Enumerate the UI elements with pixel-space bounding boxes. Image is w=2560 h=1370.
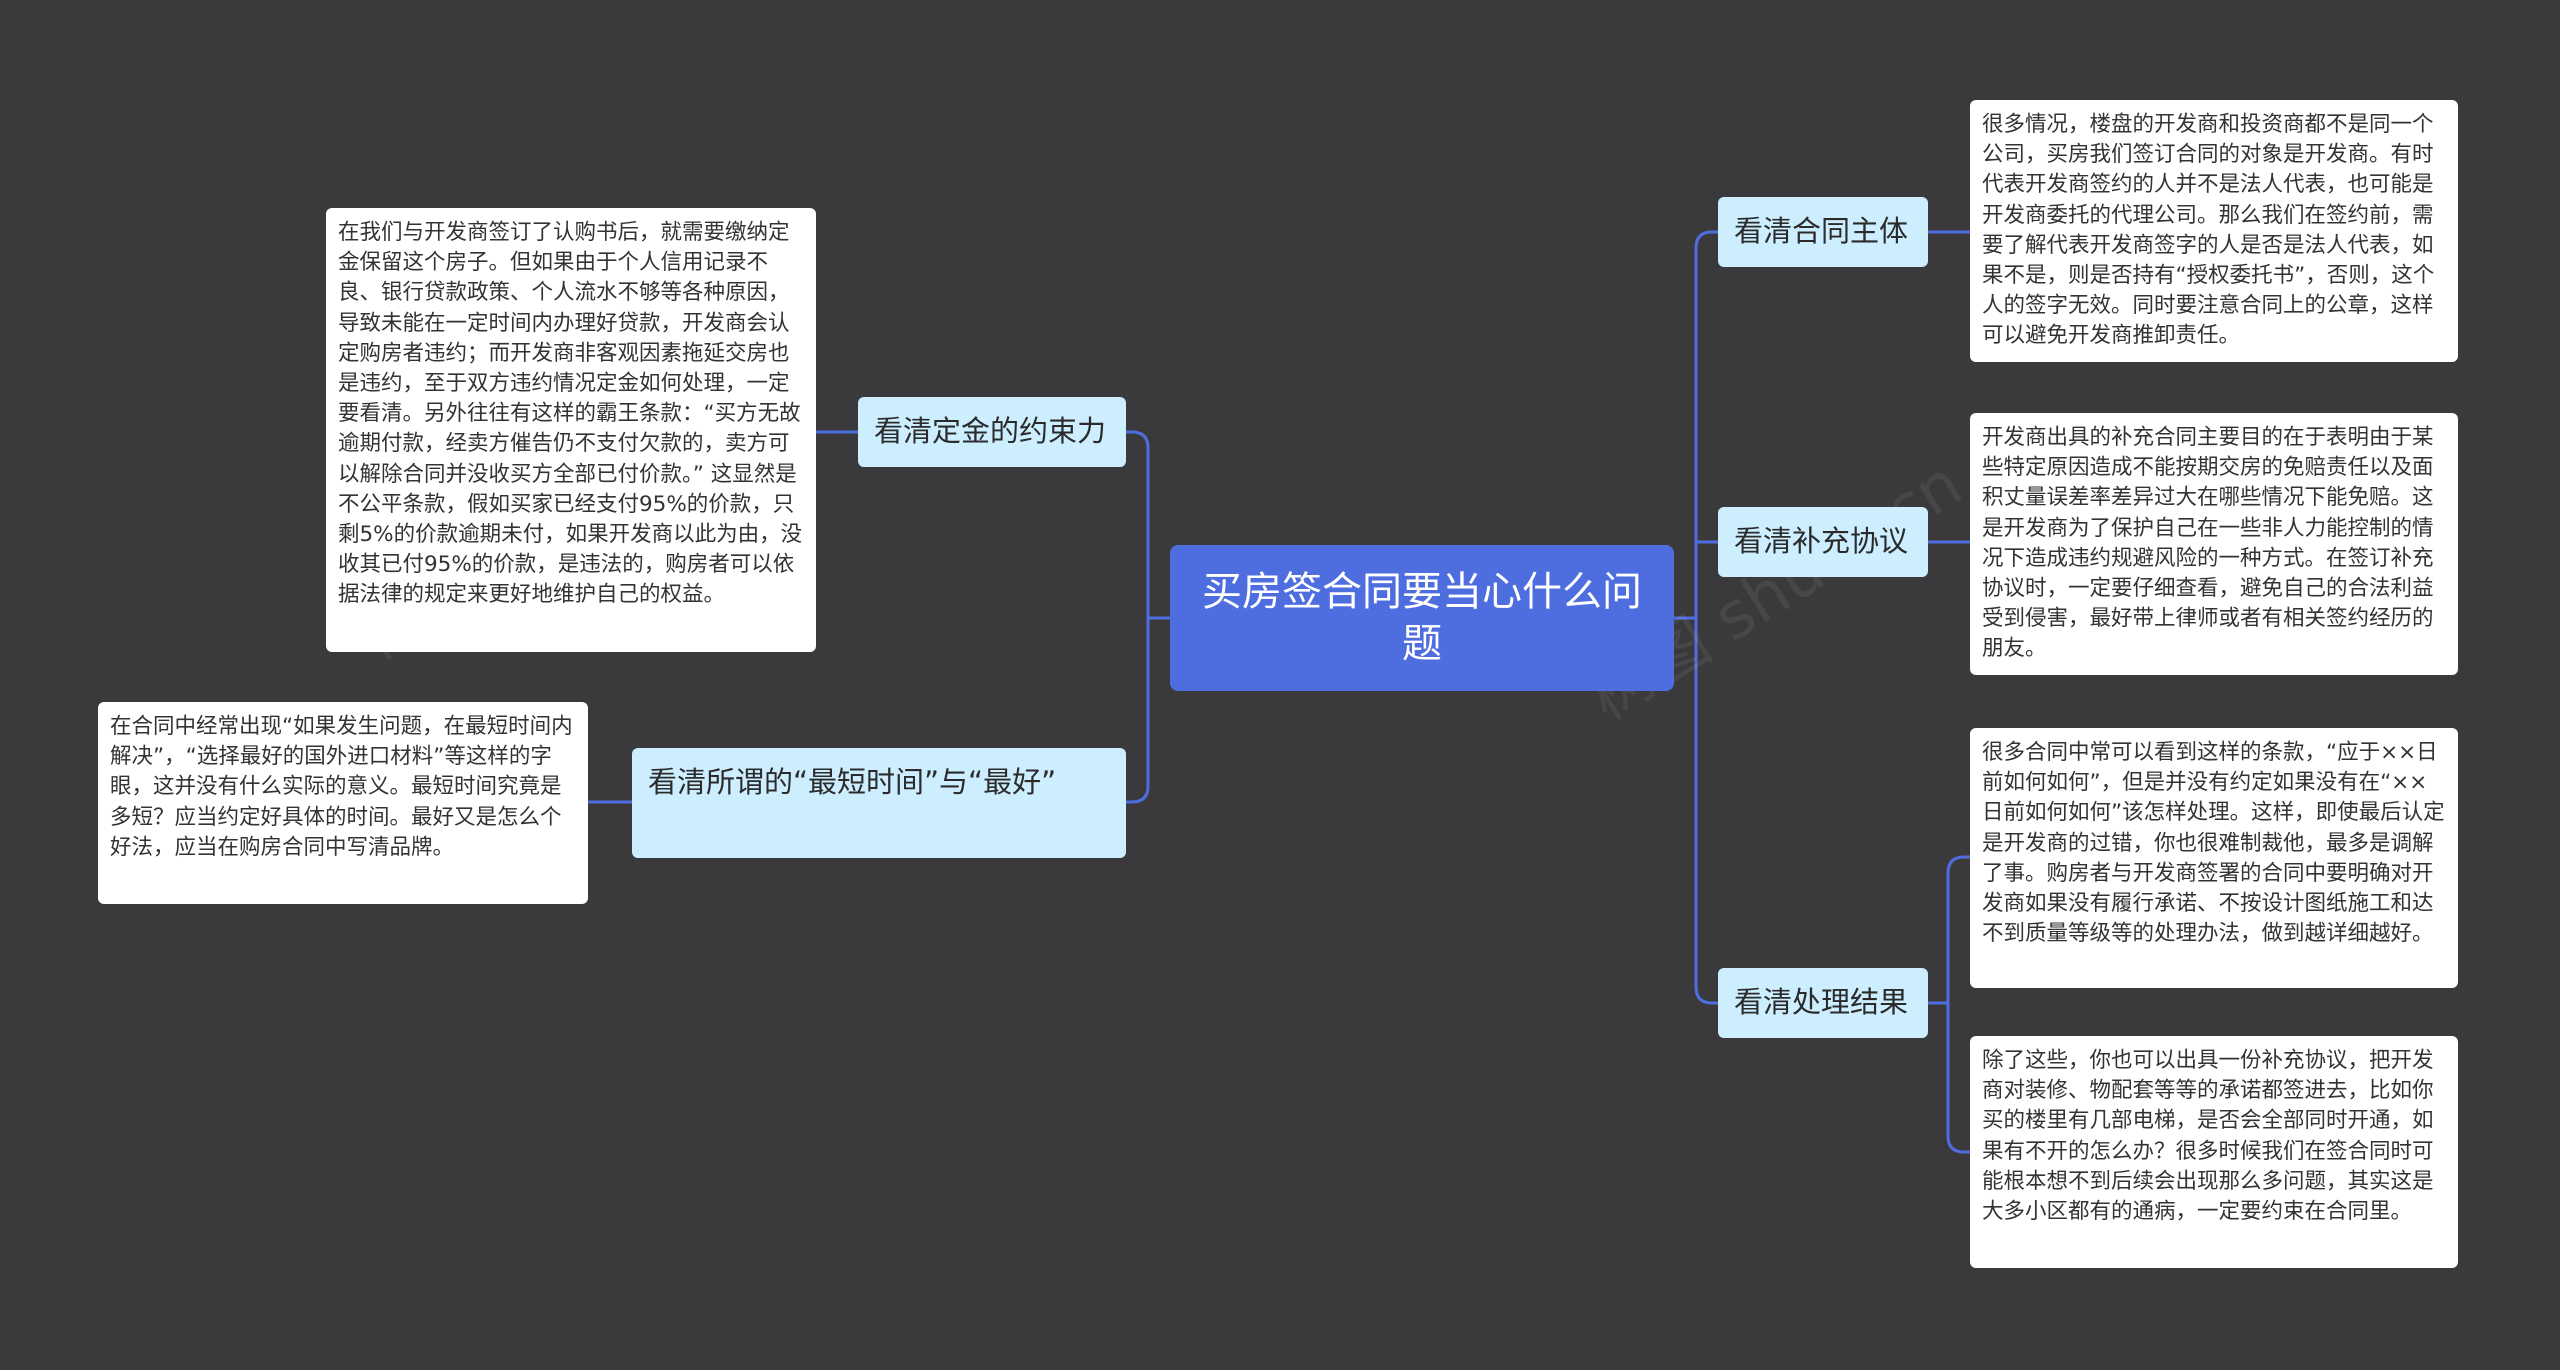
branch-result[interactable]: 看清处理结果 [1718, 968, 1928, 1038]
note-result-2-text: 除了这些，你也可以出具一份补充协议，把开发商对装修、物配套等等的承诺都签进去，比… [1982, 1048, 2434, 1225]
branch-deposit[interactable]: 看清定金的约束力 [858, 397, 1126, 467]
connector-to-subject [1694, 230, 1720, 250]
connector-result-note-2 [1946, 1134, 1972, 1154]
branch-result-label: 看清处理结果 [1734, 985, 1909, 1019]
note-contract-subject[interactable]: 很多情况，楼盘的开发商和投资商都不是同一个公司，买房我们签订合同的对象是开发商。… [1970, 100, 2458, 362]
note-deposit[interactable]: 在我们与开发商签订了认购书后，就需要缴纳定金保留这个房子。但如果由于个人信用记录… [326, 208, 816, 652]
branch-supplement-label: 看清补充协议 [1734, 524, 1909, 558]
branch-shortest-time-label: 看清所谓的“最短时间”与“最好” [648, 765, 1057, 799]
connector-result-note-1 [1946, 855, 1972, 875]
note-result-1[interactable]: 很多合同中常可以看到这样的条款，“应于××日前如何如何”，但是并没有约定如果没有… [1970, 728, 2458, 988]
branch-contract-subject[interactable]: 看清合同主体 [1718, 197, 1928, 267]
note-result-1-text: 很多合同中常可以看到这样的条款，“应于××日前如何如何”，但是并没有约定如果没有… [1982, 740, 2445, 947]
branch-supplement[interactable]: 看清补充协议 [1718, 507, 1928, 577]
note-contract-subject-text: 很多情况，楼盘的开发商和投资商都不是同一个公司，买房我们签订合同的对象是开发商。… [1982, 112, 2435, 349]
root-topic-label: 买房签合同要当心什么问题 [1202, 569, 1642, 667]
connector-to-deposit [1124, 430, 1150, 450]
note-supplement-text: 开发商出具的补充合同主要目的在于表明由于某些特定原因造成不能按期交房的免赔责任以… [1982, 425, 2434, 662]
note-deposit-text: 在我们与开发商签订了认购书后，就需要缴纳定金保留这个房子。但如果由于个人信用记录… [338, 220, 803, 608]
note-supplement[interactable]: 开发商出具的补充合同主要目的在于表明由于某些特定原因造成不能按期交房的免赔责任以… [1970, 413, 2458, 675]
connector-to-shortest [1124, 784, 1150, 804]
branch-deposit-label: 看清定金的约束力 [874, 414, 1107, 448]
branch-shortest-time[interactable]: 看清所谓的“最短时间”与“最好” [632, 748, 1126, 858]
root-topic[interactable]: 买房签合同要当心什么问题 [1170, 545, 1674, 691]
note-result-2[interactable]: 除了这些，你也可以出具一份补充协议，把开发商对装修、物配套等等的承诺都签进去，比… [1970, 1036, 2458, 1268]
note-shortest-time-text: 在合同中经常出现“如果发生问题，在最短时间内解决”，“选择最好的国外进口材料”等… [110, 714, 573, 860]
connector-to-result [1694, 985, 1720, 1005]
branch-contract-subject-label: 看清合同主体 [1734, 214, 1909, 248]
note-shortest-time[interactable]: 在合同中经常出现“如果发生问题，在最短时间内解决”，“选择最好的国外进口材料”等… [98, 702, 588, 904]
